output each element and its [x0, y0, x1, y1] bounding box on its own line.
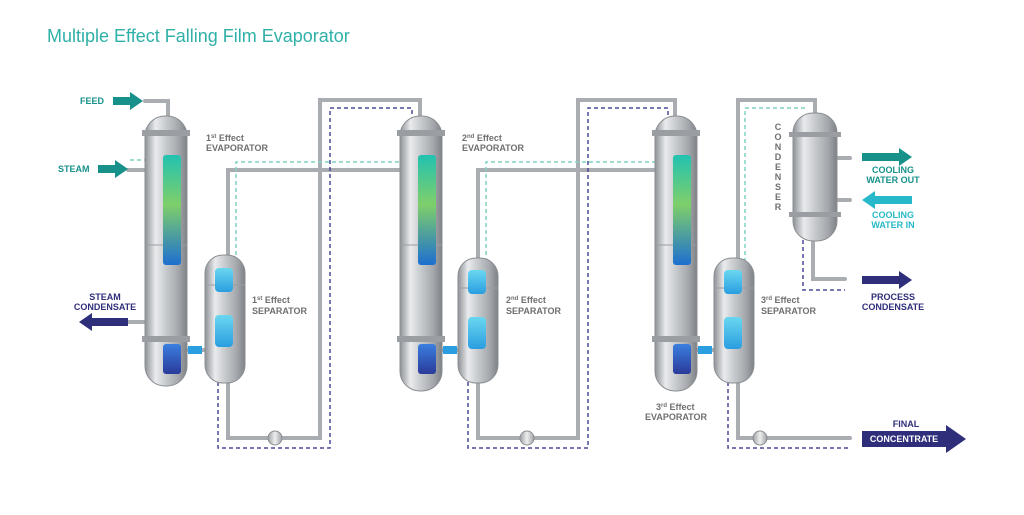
separator-3-label: 3rd Effect: [761, 295, 800, 305]
condensate-flow-lines: [217, 107, 850, 449]
process-condensate-label-1: PROCESS: [871, 292, 915, 302]
feed-arrow: [113, 92, 143, 110]
diagram-title: Multiple Effect Falling Film Evaporator: [47, 26, 350, 46]
evaporator-2-label: 2nd Effect: [462, 133, 502, 143]
process-condensate-label-2: CONDENSATE: [862, 302, 924, 312]
pump-1: [267, 430, 283, 446]
steam-condensate-arrow: [79, 313, 128, 331]
evaporator-3-label: 3rd Effect: [656, 402, 695, 412]
cooling-water-in-label-1: COOLING: [872, 210, 914, 220]
evaporator-3: [652, 115, 700, 392]
evaporator-3-type: EVAPORATOR: [645, 412, 708, 422]
separator-2-label: 2nd Effect: [506, 295, 546, 305]
steam-label: STEAM: [58, 164, 90, 174]
condenser: [789, 112, 841, 242]
final-concentrate-label-1: FINAL: [893, 419, 920, 429]
heating-element-2: [418, 155, 436, 265]
separator-1-label: 1st Effect: [252, 295, 290, 305]
separator-3: [698, 257, 755, 384]
pump-2: [519, 430, 535, 446]
evaporator-1-label: 1st Effect: [206, 133, 244, 143]
heating-element-1: [163, 155, 181, 265]
cooling-water-out-label-2: WATER OUT: [866, 175, 920, 185]
cooling-water-out-label-1: COOLING: [872, 165, 914, 175]
separator-1: [188, 254, 246, 384]
steam-arrow: [98, 160, 128, 178]
final-concentrate-label-2: CONCENTRATE: [870, 434, 938, 444]
cooling-water-in-label-2: WATER IN: [871, 220, 914, 230]
steam-condensate-label-1: STEAM: [89, 292, 121, 302]
separator-2: [443, 257, 499, 384]
pump-3: [752, 430, 768, 446]
evaporator-1-type: EVAPORATOR: [206, 143, 269, 153]
evaporator-2-type: EVAPORATOR: [462, 143, 525, 153]
evaporator-1: [142, 115, 190, 387]
vapor-flow-lines: [130, 107, 808, 262]
final-concentrate-arrow: [862, 425, 966, 453]
separator-3-type: SEPARATOR: [761, 306, 817, 316]
feed-label: FEED: [80, 96, 105, 106]
separator-2-type: SEPARATOR: [506, 306, 562, 316]
evaporator-2: [397, 115, 445, 392]
separator-1-type: SEPARATOR: [252, 306, 308, 316]
heating-element-3: [673, 155, 691, 265]
cooling-water-in-arrow: [862, 191, 912, 209]
steam-condensate-label-2: CONDENSATE: [74, 302, 136, 312]
process-condensate-arrow: [862, 271, 912, 289]
cooling-water-out-arrow: [862, 148, 912, 166]
